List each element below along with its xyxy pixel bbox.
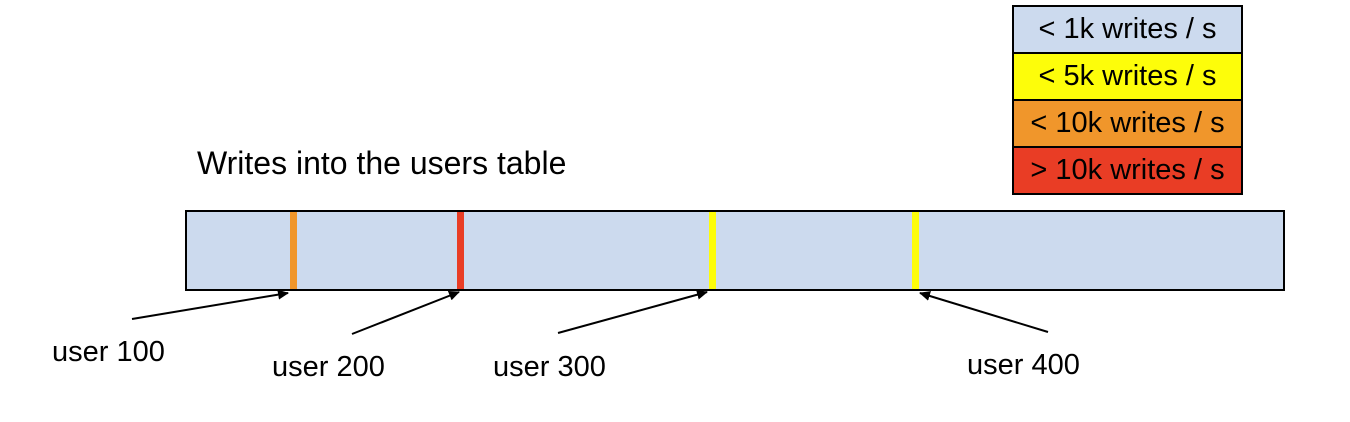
diagram-title: Writes into the users table	[197, 145, 567, 181]
arrow-user-300	[557, 289, 708, 334]
hotspot-strip-user-400	[912, 212, 919, 289]
arrow-user-400	[919, 291, 1049, 333]
label-user-200: user 200	[272, 351, 385, 383]
legend-item-lt-10k: < 10k writes / s	[1014, 99, 1241, 146]
arrow-user-200	[351, 290, 460, 335]
label-user-400: user 400	[967, 349, 1080, 381]
users-table-bar	[185, 210, 1285, 291]
hotspot-strip-user-300	[709, 212, 716, 289]
legend-item-lt-5k: < 5k writes / s	[1014, 52, 1241, 99]
hotspot-strip-user-100	[290, 212, 297, 289]
label-user-100: user 100	[52, 336, 165, 368]
legend-item-gt-10k: > 10k writes / s	[1014, 146, 1241, 193]
legend: < 1k writes / s < 5k writes / s < 10k wr…	[1012, 5, 1243, 195]
arrow-user-100	[131, 289, 289, 320]
legend-item-lt-1k: < 1k writes / s	[1014, 7, 1241, 52]
hotspot-strip-user-200	[457, 212, 464, 289]
label-user-300: user 300	[493, 351, 606, 383]
